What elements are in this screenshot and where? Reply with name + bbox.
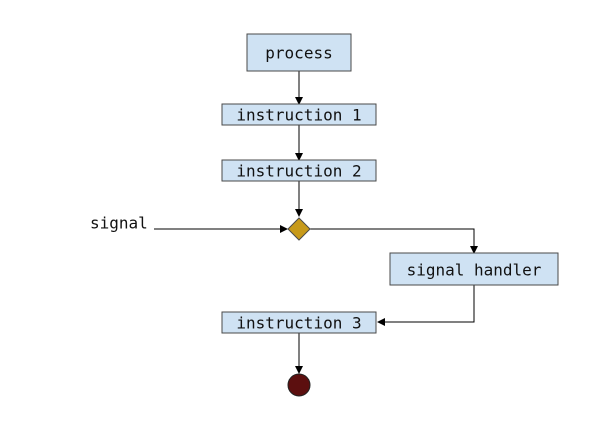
signal-label: signal [90, 214, 148, 233]
node-signal-handler: signal handler [389, 252, 559, 286]
edge-signal-handler-to-instruction-3 [377, 285, 475, 326]
node-instruction-1: instruction 1 [221, 103, 377, 126]
node-instruction-3: instruction 3 [221, 311, 377, 334]
decision-diamond [287, 217, 311, 241]
node-instruction-3-label: instruction 3 [236, 314, 361, 333]
node-signal-handler-label: signal handler [407, 261, 542, 280]
node-process-label: process [265, 44, 332, 63]
end-node [287, 373, 311, 397]
node-instruction-1-label: instruction 1 [236, 106, 361, 125]
node-instruction-2: instruction 2 [221, 159, 377, 182]
node-process: process [246, 33, 352, 72]
node-instruction-2-label: instruction 2 [236, 162, 361, 181]
edge-decision-to-signal-handler [310, 228, 478, 254]
